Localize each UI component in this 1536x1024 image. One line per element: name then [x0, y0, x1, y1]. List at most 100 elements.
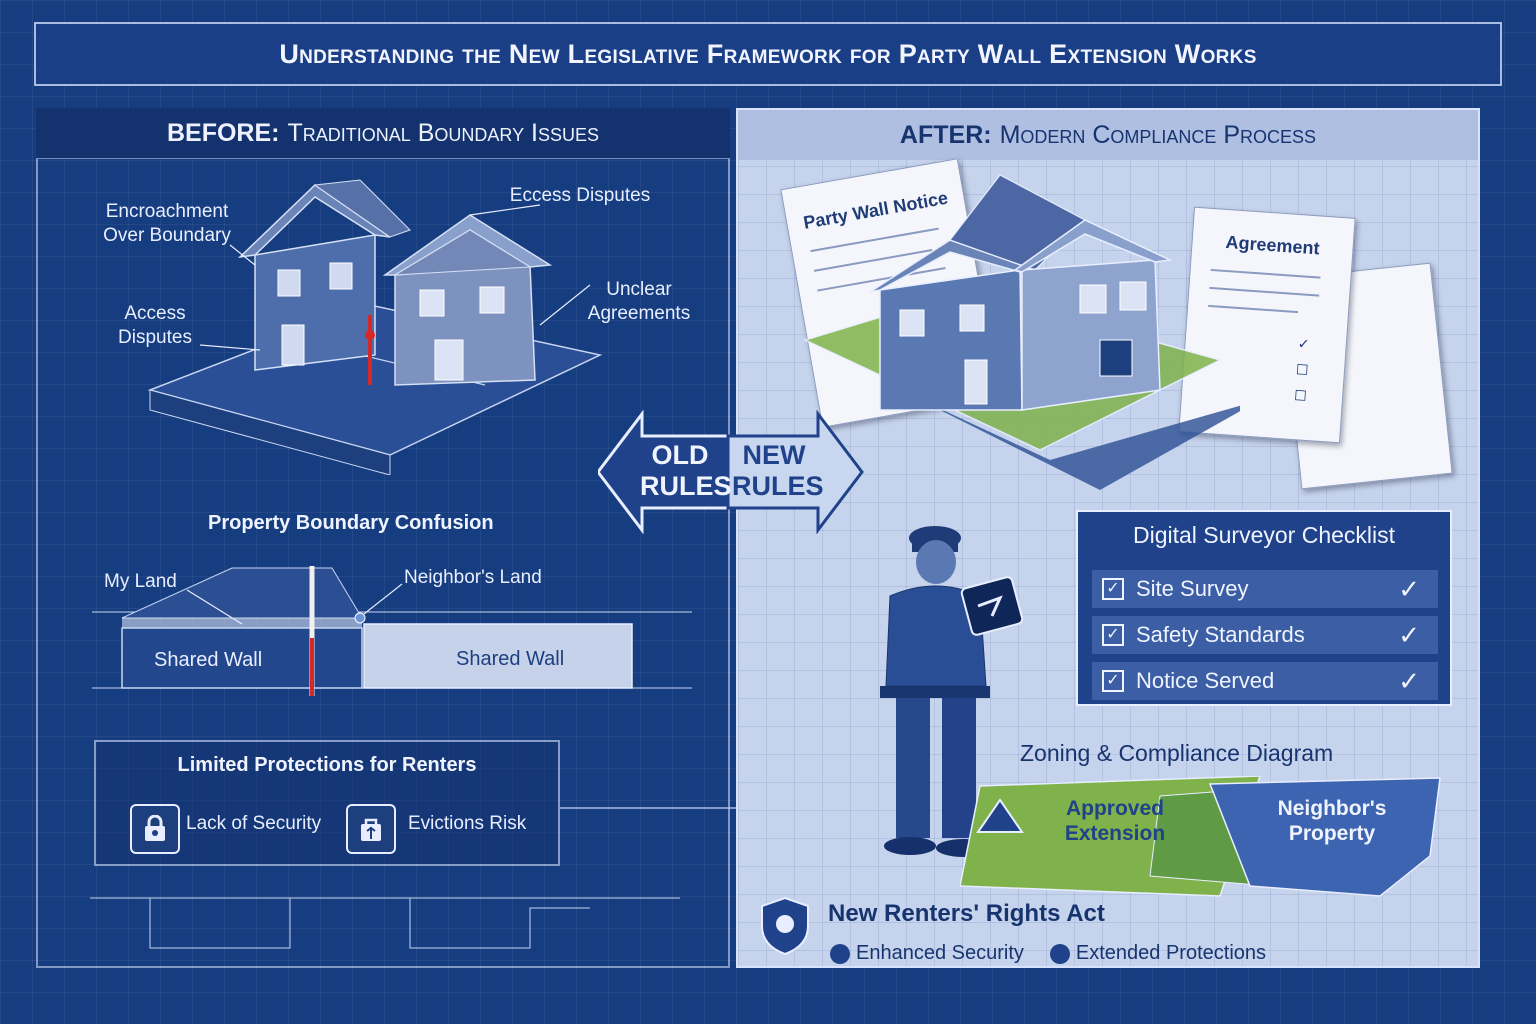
checkbox-checked-icon: ✓ [1102, 624, 1124, 646]
window [479, 286, 505, 314]
boundary-point [354, 612, 366, 624]
checkbox-icon: ☐ [1293, 387, 1308, 404]
window [959, 304, 985, 332]
window [277, 269, 301, 297]
approved-extension-label: Approved Extension [1064, 797, 1166, 845]
awning [1099, 339, 1133, 377]
callout-line [469, 204, 541, 216]
check-icon: ✓ [1398, 573, 1420, 604]
window [1079, 284, 1107, 314]
label-shared-wall-left: Shared Wall [154, 649, 263, 671]
door [281, 324, 305, 366]
eviction-bag-icon [346, 804, 396, 854]
new-rules-label: NEW RULES [732, 440, 824, 501]
label-unclear-agreements: Unclear Agreements [587, 279, 691, 324]
house-left-wall [254, 234, 376, 371]
callout-line [186, 589, 243, 625]
after-heading: AFTER: Modern Compliance Process [738, 110, 1478, 160]
checklist-item-notice-served: ✓ Notice Served ✓ [1092, 662, 1438, 700]
checklist-title: Digital Surveyor Checklist [1132, 522, 1396, 548]
limited-protections-box: Limited Protections for Renters Lack of … [94, 740, 560, 866]
after-houses-illustration [802, 174, 1240, 490]
check-icon: ✓ [1398, 619, 1420, 650]
door [434, 339, 464, 381]
approved-triangle-icon [976, 798, 1024, 833]
house-right-wall [394, 264, 536, 386]
checklist-item-site-survey: ✓ Site Survey ✓ [1092, 570, 1438, 608]
label-shared-wall-right: Shared Wall [456, 648, 565, 670]
callout-line [363, 583, 403, 615]
old-new-rules-arrow [598, 410, 864, 534]
before-heading-text: Traditional Boundary Issues [287, 118, 599, 147]
surveyor-figure [880, 526, 1024, 857]
new-rules-arrow [726, 410, 864, 534]
lock-icon [130, 804, 180, 854]
surveyor-checklist-panel: Digital Surveyor Checklist ✓ Site Survey… [1076, 510, 1452, 706]
head [916, 540, 956, 584]
checklist-item-safety-standards: ✓ Safety Standards ✓ [1092, 616, 1438, 654]
after-house-left-wall [879, 269, 1023, 411]
lack-security-label: Lack of Security [186, 813, 322, 834]
before-heading-bold: BEFORE: [166, 118, 280, 147]
shield-icon [758, 896, 812, 956]
checklist-item-label: Safety Standards [1136, 622, 1305, 647]
boundary-diagram [92, 566, 692, 696]
floorplan-sketch [90, 897, 680, 949]
extended-protections-label: Extended Protections [1075, 942, 1267, 964]
after-heading-text: Modern Compliance Process [999, 120, 1317, 149]
hatch-strip [122, 618, 362, 628]
plot-edge [149, 389, 391, 475]
renters-act-title: New Renters' Rights Act [828, 900, 1105, 927]
label-neighbor-land: Neighbor's Land [404, 567, 542, 588]
checklist-item-label: Site Survey [1136, 576, 1249, 601]
left-boot [884, 837, 936, 855]
boundary-confusion-title: Property Boundary Confusion [208, 512, 494, 534]
tablet-screen-arrow [977, 595, 1003, 617]
house-right-roof-face [394, 229, 532, 276]
house-left-roof-side [313, 179, 411, 238]
right-leg [942, 698, 976, 838]
checkbox-checked-icon: ✓ [1102, 578, 1124, 600]
label-access-disputes: Access Disputes [118, 303, 192, 348]
driveway [900, 390, 1240, 490]
label-encroachment: Encroachment Over Boundary [103, 201, 231, 246]
tablet-icon [960, 576, 1024, 636]
neighbor-property-label: Neighbor's Property [1277, 797, 1387, 845]
enhanced-security-icon [830, 943, 850, 964]
left-leg [896, 698, 930, 838]
callout-line [539, 284, 591, 326]
window [1119, 281, 1147, 311]
window [329, 262, 353, 290]
old-rules-label: OLD RULES [640, 440, 732, 501]
callout-line [229, 244, 256, 266]
tool-belt [880, 686, 990, 698]
zoning-diagram-title: Zoning & Compliance Diagram [1020, 740, 1334, 766]
vest [885, 585, 987, 687]
renters-act-items: Enhanced Security Extended Protections [830, 942, 1266, 965]
checkbox-icon: ☐ [1295, 361, 1310, 378]
window [899, 309, 925, 337]
callout-line [199, 344, 261, 351]
checklist-item-label: Notice Served [1136, 668, 1275, 693]
label-my-land: My Land [104, 571, 177, 592]
extended-protections-icon [1049, 943, 1070, 964]
evictions-risk-label: Evictions Risk [408, 813, 527, 834]
window [419, 289, 445, 317]
enhanced-security-label: Enhanced Security [856, 942, 1024, 964]
door [964, 359, 988, 405]
after-heading-bold: AFTER: [899, 120, 992, 149]
zoning-diagram [960, 776, 1441, 897]
check-icon: ✓ [1398, 665, 1420, 696]
page-title: Understanding the New Legislative Framew… [279, 38, 1257, 69]
before-houses-illustration [147, 179, 603, 475]
title-bar: Understanding the New Legislative Framew… [34, 22, 1502, 86]
shared-wall-left-box [121, 627, 363, 689]
shared-wall-right-box [363, 623, 633, 689]
neighbor-property-zone [1208, 777, 1441, 897]
label-eccess-disputes: Eccess Disputes [509, 185, 651, 206]
before-heading: BEFORE: Traditional Boundary Issues [36, 108, 730, 159]
boundary-marker-dot [365, 330, 375, 340]
after-house-right-roof [1013, 219, 1173, 273]
checkbox-checked-icon: ✓ [1102, 670, 1124, 692]
check-icon: ✓ [1297, 335, 1311, 352]
